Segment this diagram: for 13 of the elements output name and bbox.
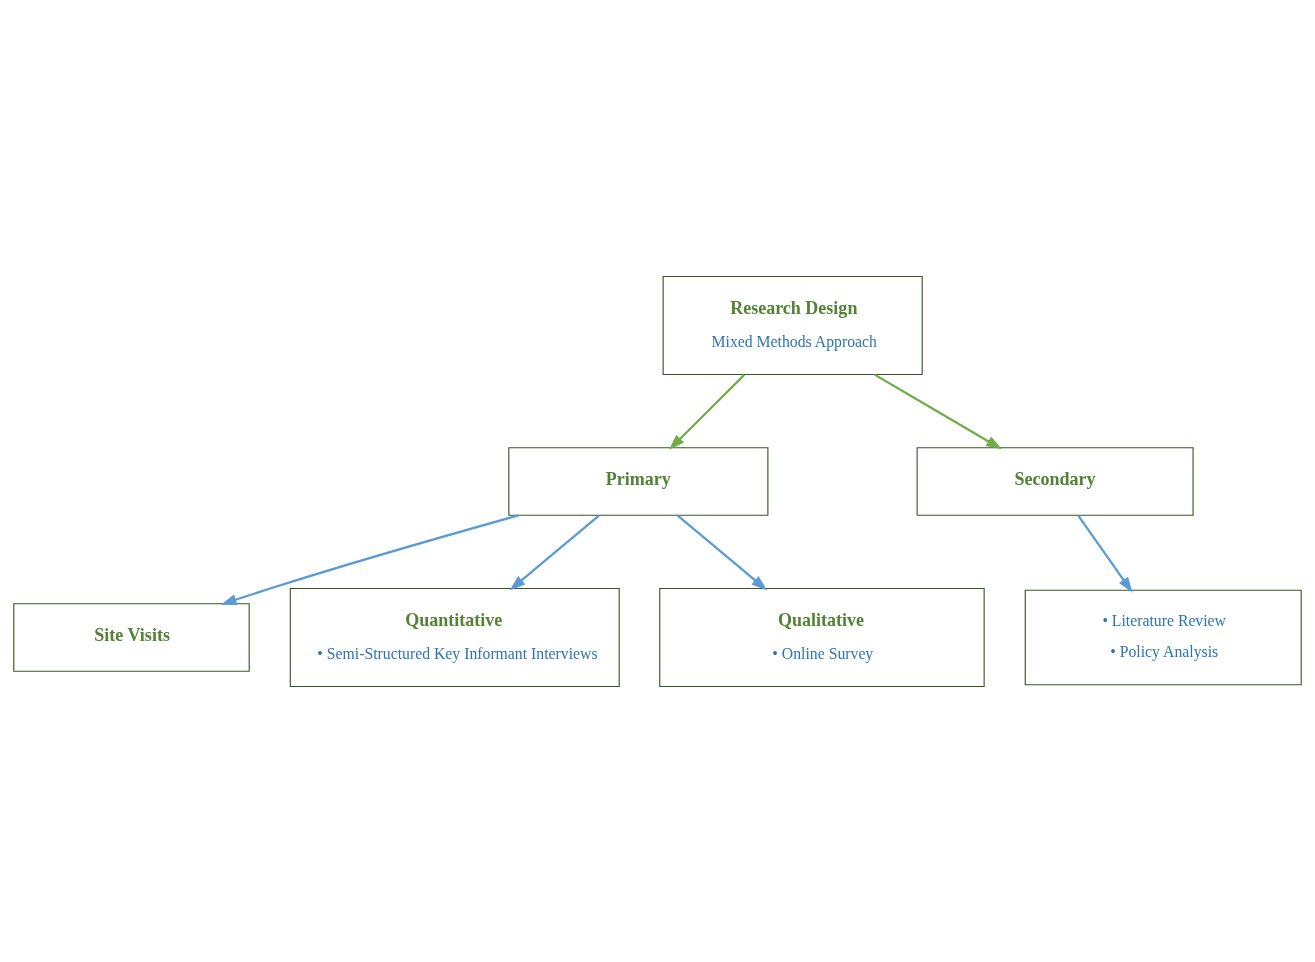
arrow <box>669 373 746 450</box>
node-box: Site Visits <box>13 602 250 672</box>
arrow <box>220 513 519 605</box>
arrow <box>509 514 600 590</box>
node-box: Quantitative • Semi-Structured Key Informant Interviews <box>289 587 620 687</box>
node-box: • Literature Review • Policy Analysis <box>1024 589 1302 685</box>
node-box: Secondary <box>916 446 1194 516</box>
node-box: Research Design Mixed Methods Approach <box>662 275 923 375</box>
arrow <box>1077 514 1133 593</box>
arrow <box>874 373 1002 449</box>
arrow <box>677 514 768 590</box>
node-box: Primary <box>508 446 769 516</box>
node-box: Qualitative • Online Survey <box>659 587 985 687</box>
